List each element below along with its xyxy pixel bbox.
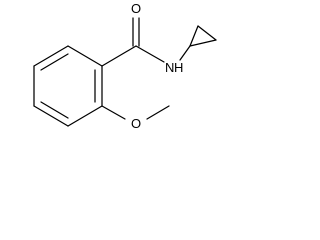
ring-bond-bottom-left (33, 105, 69, 127)
ring-to-carbonyl-bond (101, 45, 137, 67)
methoxy-oxygen-label: O (131, 116, 141, 131)
cyclopropyl-bond-right (189, 39, 217, 47)
methoxy-methyl-bond (146, 105, 170, 120)
structure-canvas: O N H O (0, 0, 222, 138)
carbonyl-to-nitrogen-bond (135, 45, 165, 63)
cyclopropyl-bond-left (189, 25, 199, 47)
ring-bond-bottom-right (67, 105, 103, 127)
carbonyl-oxygen-label: O (131, 1, 141, 16)
cyclopropyl-bond-top (197, 25, 217, 41)
amide-hydrogen-label: H (174, 60, 183, 75)
ring-bond-top-right (67, 45, 103, 67)
ring-to-methoxy-oxygen-bond (101, 105, 126, 120)
ring-inner-bond-bottom (40, 101, 69, 119)
nitrogen-to-cyclopropyl-bond (179, 45, 191, 61)
ring-inner-bond-top (40, 53, 69, 71)
amide-nitrogen-label: N (165, 60, 174, 75)
molecule-structure: O N H O (33, 1, 217, 131)
ring-bond-top-left (33, 45, 69, 67)
